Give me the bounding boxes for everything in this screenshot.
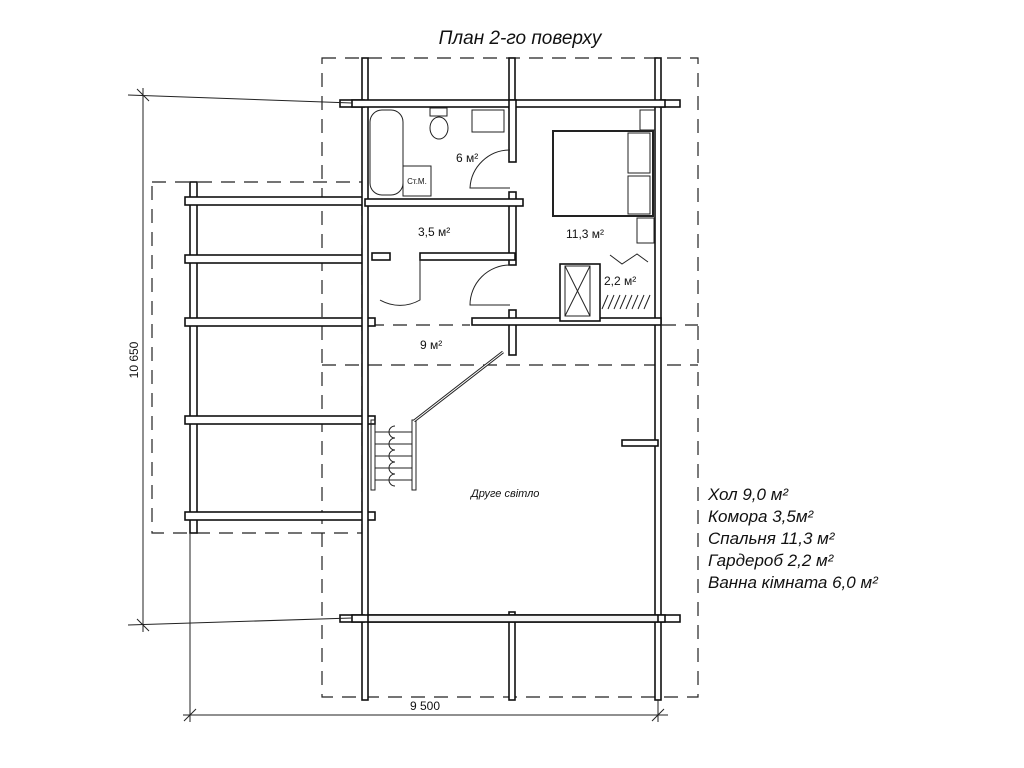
height-dimension-label: 10 650 (127, 341, 141, 378)
dimension-height: 10 650 (127, 88, 353, 632)
room-hall-area: 9 м² (420, 338, 442, 352)
legend-item: Гардероб 2,2 м² (708, 551, 835, 570)
walls (351, 99, 666, 623)
bed (552, 109, 656, 244)
legend-item: Ванна кімната 6,0 м² (708, 573, 879, 592)
second-light-label: Друге світло (469, 488, 539, 500)
plan-title: План 2-го поверху (439, 28, 603, 49)
room-bathroom-area: 6 м² (456, 151, 478, 165)
wardrobe (564, 253, 651, 317)
legend-item: Комора 3,5м² (708, 507, 815, 526)
legend-item: Спальня 11,3 м² (708, 529, 836, 548)
dimension-width: 9 500 (183, 533, 668, 722)
area-legend: Хол 9,0 м² Комора 3,5м² Спальня 11,3 м² … (707, 485, 879, 592)
pergola (184, 181, 376, 534)
room-wardrobe-area: 2,2 м² (604, 274, 636, 288)
room-storage-area: 3,5 м² (418, 225, 450, 239)
legend-item: Хол 9,0 м² (707, 485, 789, 504)
stairs (370, 350, 504, 491)
width-dimension-label: 9 500 (410, 699, 440, 713)
room-bedroom-area: 11,3 м² (566, 227, 604, 241)
bathroom-fixtures: Ст.М. (369, 107, 511, 306)
roof-outline (151, 57, 699, 698)
washer-label: Ст.М. (407, 177, 427, 186)
